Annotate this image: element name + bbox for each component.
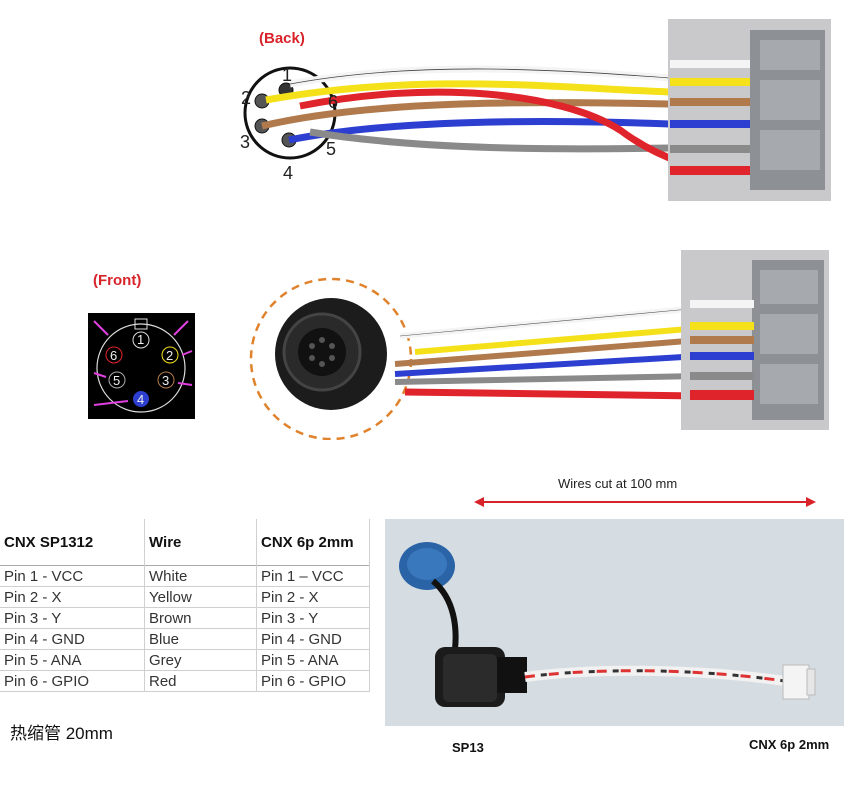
front-label: (Front): [93, 272, 142, 289]
table-row: Pin 1 - VCC White Pin 1 – VCC: [0, 565, 370, 587]
photo-caption-cnx: CNX 6p 2mm: [749, 737, 830, 752]
table-row: Pin 4 - GND Blue Pin 4 - GND: [0, 628, 370, 650]
table-header-row: CNX SP1312 Wire CNX 6p 2mm: [0, 519, 370, 566]
header-cnx-sp1312: CNX SP1312: [0, 519, 145, 566]
back-label: (Back): [259, 30, 305, 47]
front-pin-4: 4: [137, 392, 145, 407]
table-row: Pin 6 - GPIO Red Pin 6 - GPIO: [0, 670, 370, 692]
grey-wire: [309, 128, 671, 153]
back-wiring-diagram: [243, 19, 831, 201]
heat-shrink-note: 热缩管 20mm: [10, 724, 113, 743]
back-pin-1: 1: [282, 65, 293, 85]
front-pin-5: 5: [113, 373, 121, 388]
cable-assembly-photo: [385, 519, 844, 726]
yellow-wire: [265, 80, 671, 104]
table-row: Pin 2 - X Yellow Pin 2 - X: [0, 586, 370, 608]
header-cnx-6p-2mm: CNX 6p 2mm: [256, 519, 370, 566]
photo-caption-sp13: SP13: [452, 740, 484, 755]
back-pin-6: 6: [328, 92, 339, 112]
front-wiring-diagram: [249, 250, 829, 440]
back-pin-2: 2: [241, 88, 252, 108]
brown-wire: [261, 99, 671, 130]
header-wire: Wire: [144, 519, 257, 566]
front-pin-6: 6: [110, 348, 118, 363]
table-row: Pin 3 - Y Brown Pin 3 - Y: [0, 607, 370, 629]
connector-highlight-circle: [249, 277, 413, 440]
front-pin-3: 3: [162, 373, 170, 388]
wire-length-arrow: [474, 497, 816, 507]
front-pin-2: 2: [166, 348, 174, 363]
pin-mapping-table: CNX SP1312 Wire CNX 6p 2mm Pin 1 - VCC W…: [0, 519, 370, 692]
front-pinout-schematic: [88, 313, 195, 419]
back-pin-4: 4: [283, 163, 294, 183]
front-pin-1: 1: [137, 332, 145, 347]
back-pin-3: 3: [240, 132, 251, 152]
wires-cut-label: Wires cut at 100 mm: [558, 476, 678, 491]
table-row: Pin 5 - ANA Grey Pin 5 - ANA: [0, 649, 370, 671]
back-pin-5: 5: [326, 139, 337, 159]
